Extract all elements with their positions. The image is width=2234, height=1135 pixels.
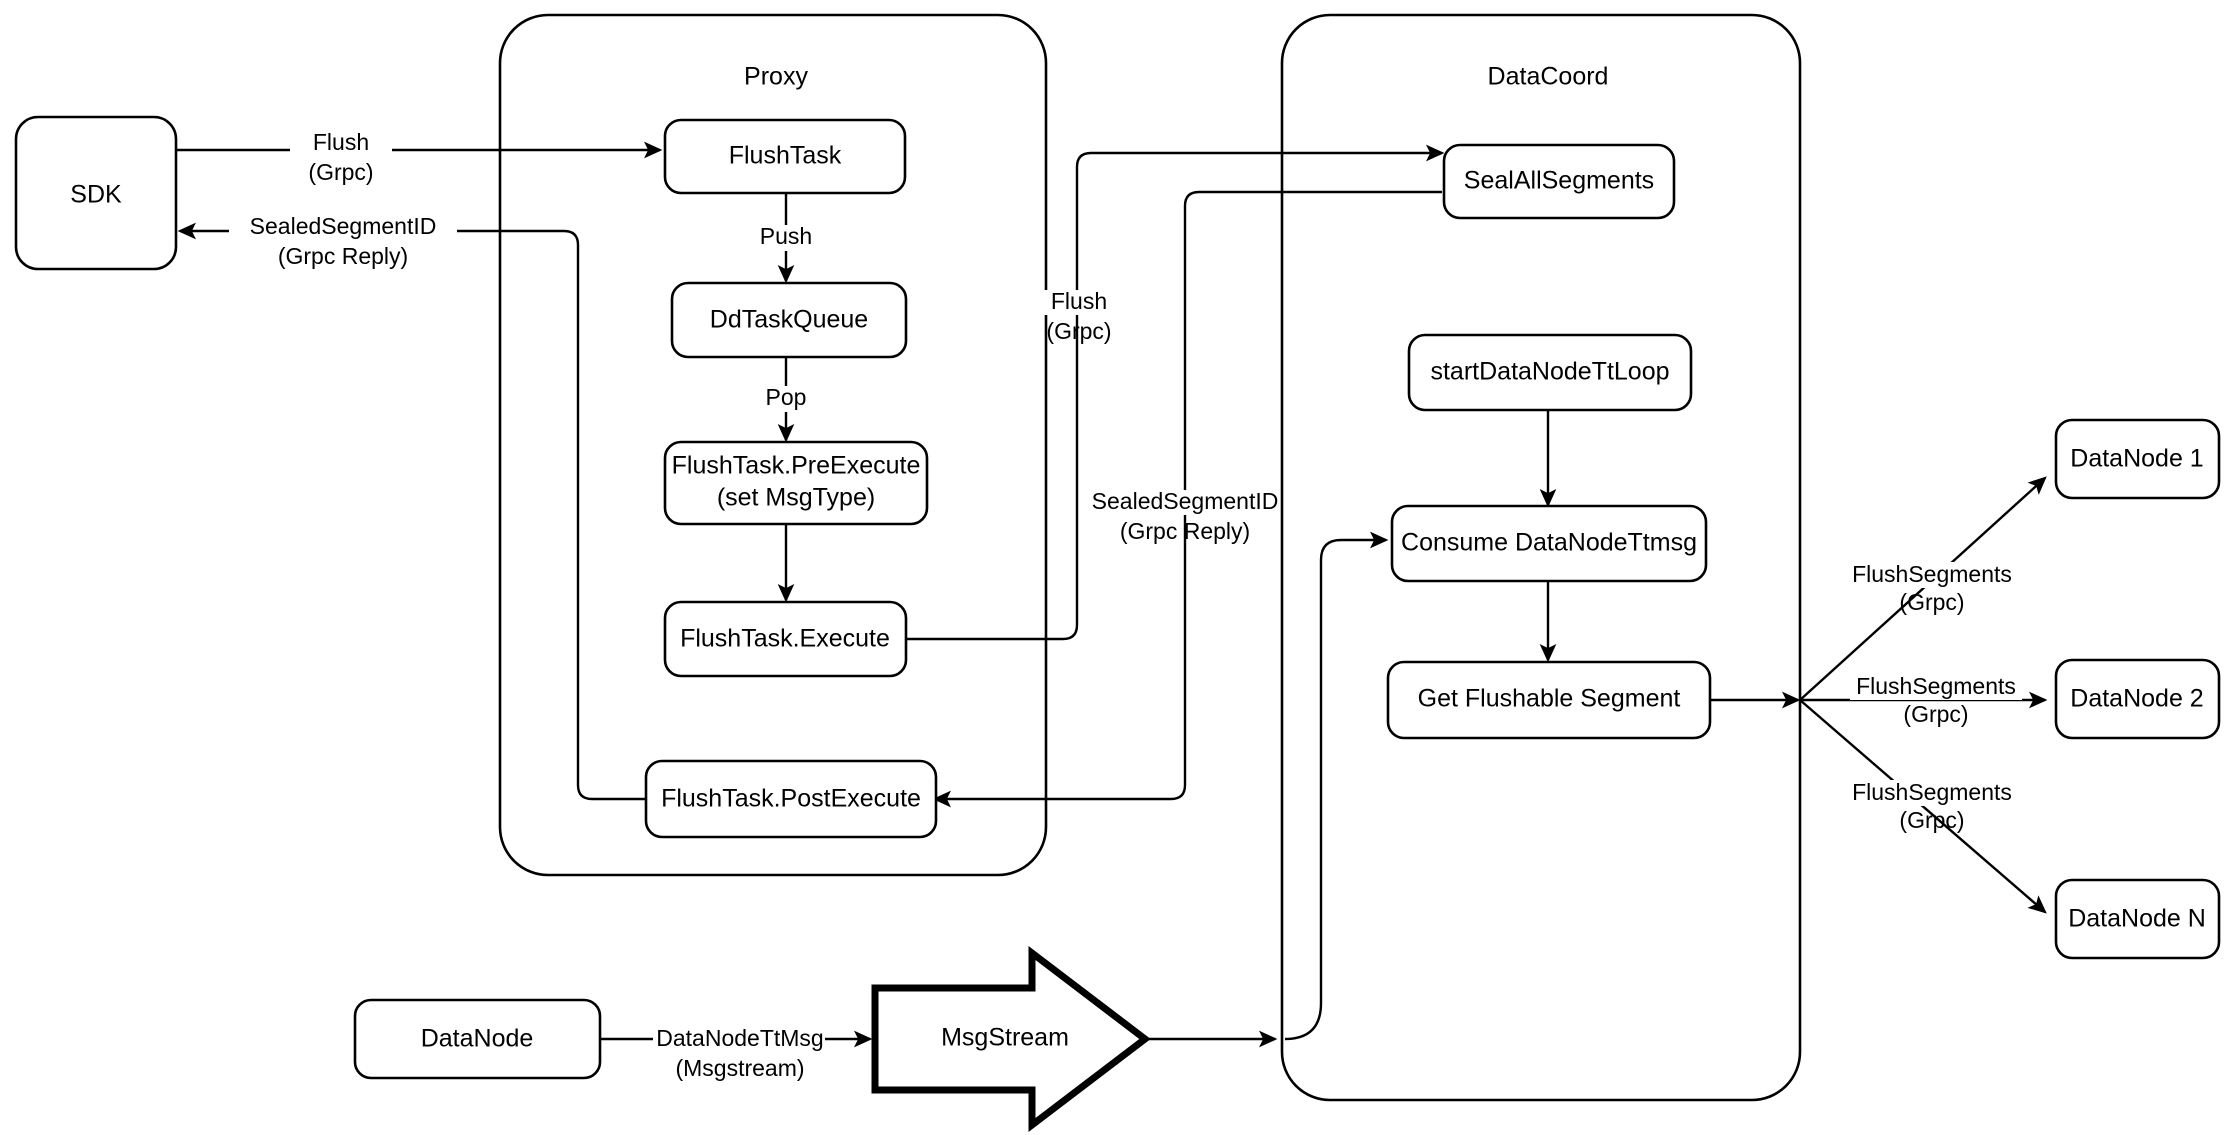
node-get-flushable-segment[interactable]: Get Flushable Segment bbox=[1386, 660, 1712, 740]
edge-hub-to-datanode1 bbox=[1799, 476, 2047, 701]
edge-label-push: Push bbox=[752, 223, 820, 251]
flushsegments-2-line2: (Grpc) bbox=[1903, 701, 1968, 727]
coord-proxy-sealed-line2: (Grpc Reply) bbox=[1120, 518, 1250, 544]
postexecute-box[interactable] bbox=[644, 759, 938, 839]
ddtaskqueue-box[interactable] bbox=[670, 281, 908, 359]
consume-ttmsg-box[interactable] bbox=[1390, 504, 1708, 583]
node-datanode-bottom[interactable]: DataNode bbox=[353, 998, 602, 1080]
sealallsegments-label: SealAllSegments bbox=[1464, 167, 1654, 195]
datanode-1-label: DataNode 1 bbox=[2070, 445, 2203, 473]
edge-label-flushsegments-2: FlushSegments (Grpc) bbox=[1850, 673, 2022, 727]
edge-execute-to-sealallsegments bbox=[906, 144, 1445, 641]
pop-label: Pop bbox=[766, 384, 807, 410]
proxy-coord-flush-line2: (Grpc) bbox=[1046, 318, 1111, 344]
datanode-2-label: DataNode 2 bbox=[2070, 685, 2203, 713]
node-sealallsegments[interactable]: SealAllSegments bbox=[1442, 143, 1676, 220]
get-flushable-label: Get Flushable Segment bbox=[1418, 685, 1681, 713]
proxy-container-border bbox=[498, 13, 1048, 877]
flushsegments-1-line1: FlushSegments bbox=[1852, 561, 2012, 587]
flushtask-box[interactable] bbox=[663, 118, 907, 195]
edge-label-sdk-flush: Flush (Grpc) bbox=[290, 129, 392, 185]
sealallsegments-box[interactable] bbox=[1442, 143, 1676, 220]
datacoord-container-border bbox=[1280, 13, 1802, 1102]
node-flushtask-postexecute[interactable]: FlushTask.PostExecute bbox=[644, 759, 938, 839]
edge-label-flushsegments-1: FlushSegments (Grpc) bbox=[1846, 561, 2018, 615]
node-datanode-n[interactable]: DataNode N bbox=[2054, 878, 2221, 960]
datanode-bottom-box[interactable] bbox=[353, 998, 602, 1080]
datanode-1-box[interactable] bbox=[2054, 418, 2221, 500]
proxy-sealed-label-line2: (Grpc Reply) bbox=[278, 243, 408, 269]
datanode-2-box[interactable] bbox=[2054, 658, 2221, 740]
datacoord-container-title: DataCoord bbox=[1488, 63, 1609, 91]
node-flushtask[interactable]: FlushTask bbox=[663, 118, 907, 195]
consume-ttmsg-label: Consume DataNodeTtmsg bbox=[1401, 529, 1697, 557]
node-ddtaskqueue[interactable]: DdTaskQueue bbox=[670, 281, 908, 359]
postexecute-label: FlushTask.PostExecute bbox=[661, 785, 921, 813]
flushsegments-n-line1: FlushSegments bbox=[1852, 779, 2012, 805]
datanode-ttmsg-line2: (Msgstream) bbox=[675, 1055, 804, 1081]
container-proxy: Proxy bbox=[498, 13, 1048, 877]
edge-label-proxy-sealed: SealedSegmentID (Grpc Reply) bbox=[229, 213, 457, 269]
sdk-label: SDK bbox=[70, 181, 122, 209]
node-start-datanode-tt-loop[interactable]: startDataNodeTtLoop bbox=[1407, 333, 1693, 412]
sdk-flush-label-line1: Flush bbox=[313, 129, 369, 155]
execute-label: FlushTask.Execute bbox=[680, 625, 890, 653]
msgstream-label: MsgStream bbox=[941, 1024, 1069, 1052]
start-tt-loop-label: startDataNodeTtLoop bbox=[1430, 358, 1669, 386]
sdk-box[interactable] bbox=[14, 115, 178, 271]
edge-label-coord-to-proxy-sealed: SealedSegmentID (Grpc Reply) bbox=[1090, 488, 1280, 544]
preexecute-box[interactable] bbox=[663, 440, 929, 526]
get-flushable-box[interactable] bbox=[1386, 660, 1712, 740]
node-msgstream[interactable]: MsgStream bbox=[871, 945, 1151, 1133]
datanode-ttmsg-line1: DataNodeTtMsg bbox=[656, 1025, 823, 1051]
flushsegments-1-line2: (Grpc) bbox=[1899, 589, 1964, 615]
flushsegments-2-line1: FlushSegments bbox=[1856, 673, 2016, 699]
node-datanode-2[interactable]: DataNode 2 bbox=[2054, 658, 2221, 740]
datanode-n-label: DataNode N bbox=[2068, 905, 2206, 933]
proxy-coord-flush-line1: Flush bbox=[1051, 288, 1107, 314]
preexecute-label-line2: (set MsgType) bbox=[717, 484, 875, 512]
flushsegments-n-line2: (Grpc) bbox=[1899, 807, 1964, 833]
sdk-flush-label-line2: (Grpc) bbox=[308, 159, 373, 185]
container-datacoord: DataCoord bbox=[1280, 13, 1802, 1102]
edge-label-proxy-to-coord-flush: Flush (Grpc) bbox=[1038, 288, 1120, 344]
edge-label-datanode-ttmsg: DataNodeTtMsg (Msgstream) bbox=[653, 1025, 825, 1081]
proxy-container-title: Proxy bbox=[744, 63, 808, 91]
execute-box[interactable] bbox=[663, 600, 908, 678]
node-sdk[interactable]: SDK bbox=[14, 115, 178, 271]
datanode-n-box[interactable] bbox=[2054, 878, 2221, 960]
ddtaskqueue-label: DdTaskQueue bbox=[710, 306, 868, 334]
msgstream-arrow-shape[interactable] bbox=[871, 945, 1151, 1133]
edge-label-flushsegments-n: FlushSegments (Grpc) bbox=[1846, 779, 2018, 833]
flushtask-label: FlushTask bbox=[729, 142, 842, 170]
datanode-bottom-label: DataNode bbox=[421, 1025, 534, 1053]
node-flushtask-execute[interactable]: FlushTask.Execute bbox=[663, 600, 908, 678]
edge-postexecute-to-sdk bbox=[177, 222, 648, 801]
edge-msgstream-to-consume bbox=[1145, 531, 1389, 1048]
start-tt-loop-box[interactable] bbox=[1407, 333, 1693, 412]
coord-proxy-sealed-line1: SealedSegmentID bbox=[1092, 488, 1279, 514]
push-label: Push bbox=[760, 223, 812, 249]
node-flushtask-preexecute[interactable]: FlushTask.PreExecute (set MsgType) bbox=[663, 440, 929, 526]
node-datanode-1[interactable]: DataNode 1 bbox=[2054, 418, 2221, 500]
preexecute-label-line1: FlushTask.PreExecute bbox=[672, 452, 921, 480]
proxy-sealed-label-line1: SealedSegmentID bbox=[250, 213, 437, 239]
edge-label-pop: Pop bbox=[757, 384, 815, 412]
node-consume-datanode-ttmsg[interactable]: Consume DataNodeTtmsg bbox=[1390, 504, 1708, 583]
